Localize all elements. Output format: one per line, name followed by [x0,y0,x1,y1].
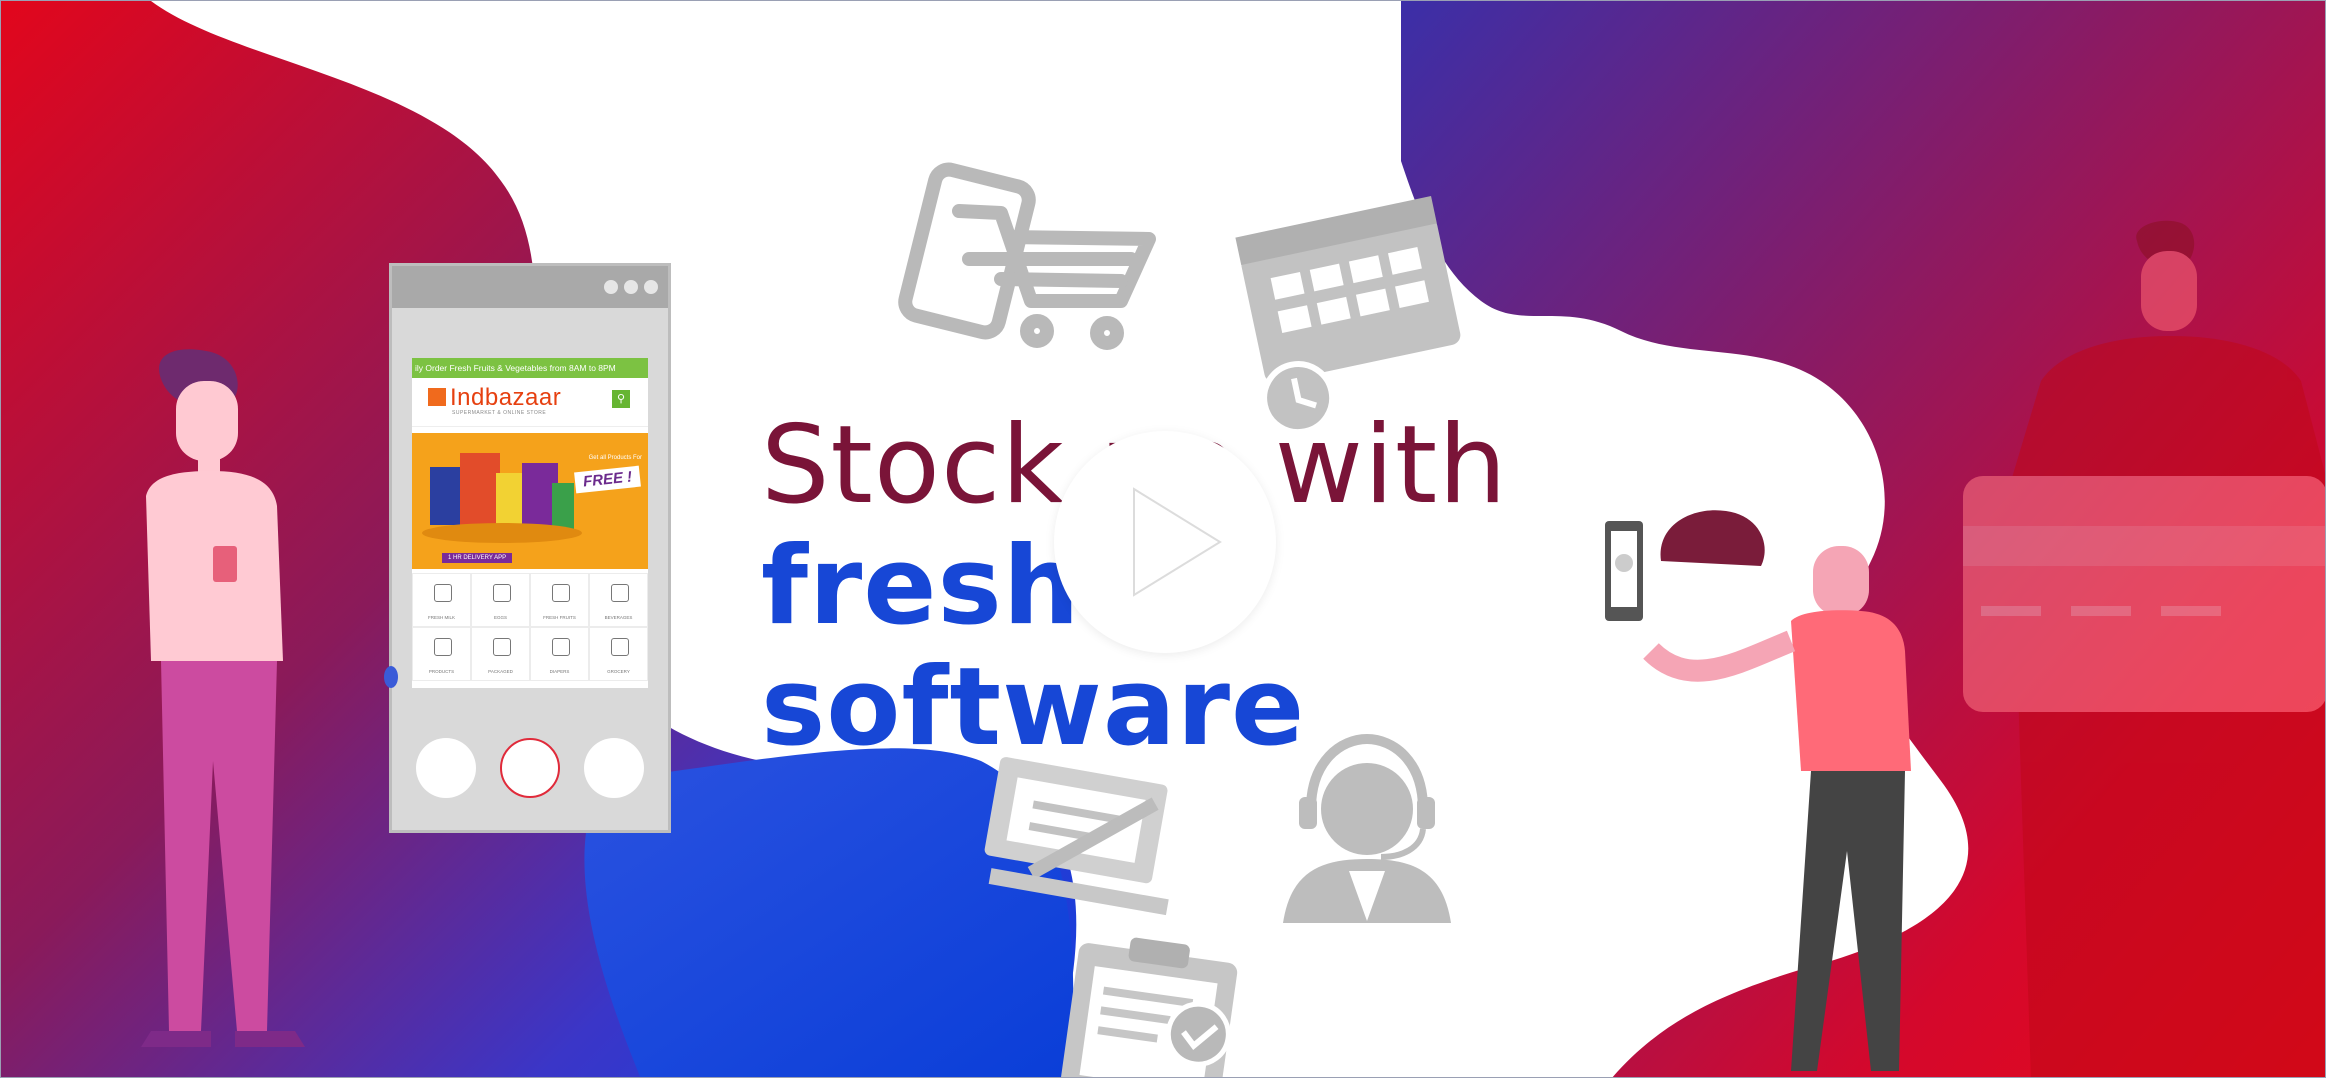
woman-with-cup-figure [141,349,305,1047]
man-with-phone-figure [1605,510,1911,1071]
category-icon [492,638,511,656]
man-with-card-figure [1963,220,2325,1077]
play-icon [1133,487,1222,597]
phone-screen: ily Order Fresh Fruits & Vegetables from… [412,358,648,688]
banner-delivery-tag: 1 HR DELIVERY APP [442,553,513,563]
category-icon [551,638,570,656]
calendar-clock-icon [1235,196,1461,436]
brand-tagline: SUPERMARKET & ONLINE STORE [452,410,547,416]
category-tile: PACKAGED [471,627,530,681]
category-icon [433,638,452,656]
brand-name: Indbazaar [450,384,562,411]
sign-document-icon [984,757,1169,916]
promo-banner: Get all Products For FREE ! 1 HR DELIVER… [412,433,648,569]
category-tile: EGGS [471,573,530,627]
headline-line-2: fresh software [761,523,1306,770]
phone-header-bar [392,266,668,308]
play-button[interactable] [1054,431,1276,653]
category-tile: FRESH FRUITS [530,573,589,627]
bottom-blue-blob [584,748,1074,1077]
category-tile: GROCERY [589,627,648,681]
banner-products-art [422,453,582,543]
phone-dot-icon [624,280,638,294]
clipboard-check-icon [1060,937,1238,1077]
category-tile: DIAPERS [530,627,589,681]
search-icon: ⚲ [612,390,630,408]
category-grid: FRESH MILK EGGS FRESH FRUITS BEVERAGES P… [412,573,648,681]
phone-dot-icon [644,280,658,294]
category-tile: FRESH MILK [412,573,471,627]
category-icon [492,584,511,602]
category-icon [433,584,452,602]
banner-offer-text: Get all Products For [588,455,642,461]
category-tile: PRODUCTS [412,627,471,681]
phone-mockup: ily Order Fresh Fruits & Vegetables from… [384,263,671,833]
brand-row: Indbazaar SUPERMARKET & ONLINE STORE ⚲ [412,378,648,427]
phone-dot-icon [604,280,618,294]
support-agent-icon [1283,733,1451,923]
phone-button [500,738,560,798]
promo-strip: ily Order Fresh Fruits & Vegetables from… [412,358,648,378]
category-icon [551,584,570,602]
brand-logo-icon [428,388,446,406]
shopping-cart-phone-icon [898,162,1156,350]
category-icon [610,584,629,602]
chat-bubble-icon [384,666,398,688]
category-icon [610,638,629,656]
category-tile: BEVERAGES [589,573,648,627]
phone-button [416,738,476,798]
phone-button [584,738,644,798]
